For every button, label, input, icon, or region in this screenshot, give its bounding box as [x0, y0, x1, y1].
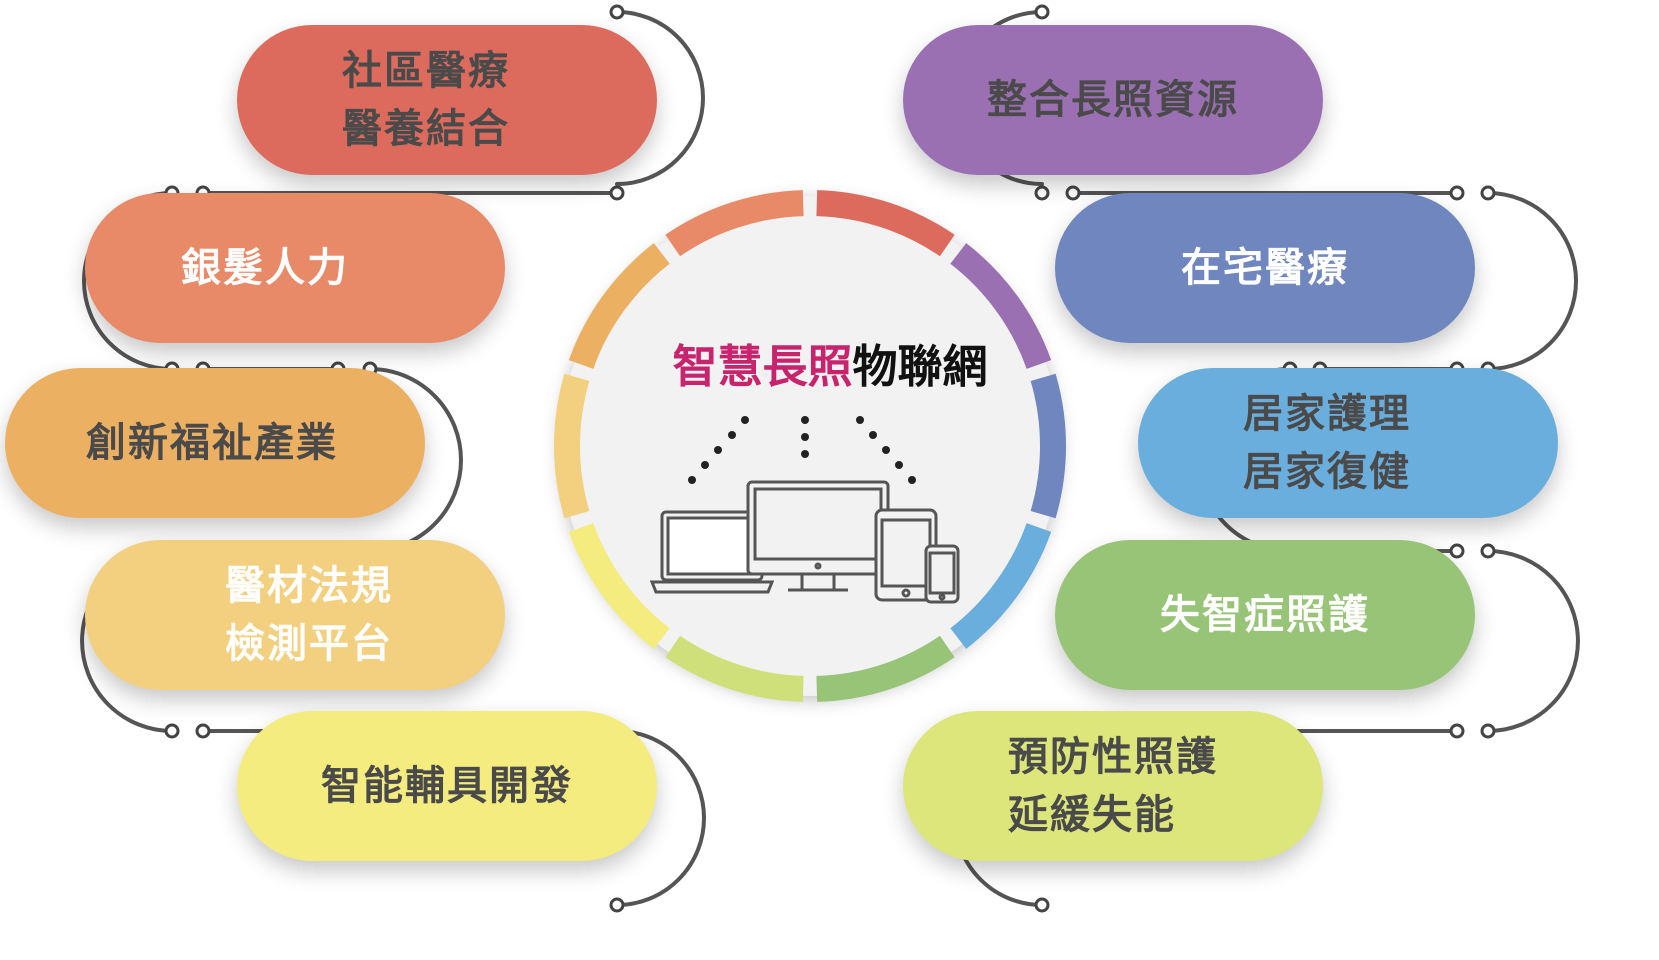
node-line: 失智症照護	[1160, 592, 1370, 638]
ring-segment	[950, 243, 1052, 370]
node-preventive-care: 預防性照護 延緩失能	[903, 711, 1323, 861]
ring-segment	[665, 635, 804, 702]
node-line: 居家護理	[1243, 391, 1411, 437]
node-home-nursing-rehab: 居家護理 居家復健	[1138, 368, 1558, 518]
node-line: 居家復健	[1243, 449, 1411, 495]
tablet-icon	[874, 508, 938, 602]
node-silver-workforce: 銀髮人力	[85, 193, 505, 343]
node-line: 社區醫療	[342, 48, 510, 94]
node-innovative-welfare-industry: 創新福祉產業	[5, 368, 425, 518]
ring-segment	[568, 522, 670, 649]
hub-title: 智慧長照物聯網	[640, 330, 1020, 395]
smartphone-icon	[924, 544, 960, 604]
ring-segment	[950, 522, 1052, 649]
signal-dots-icon	[688, 416, 916, 484]
devices-illustration	[650, 416, 960, 604]
node-line: 預防性照護	[1008, 734, 1218, 780]
node-dementia-care: 失智症照護	[1055, 540, 1475, 690]
ring-segment	[816, 635, 955, 702]
node-line: 智能輔具開發	[321, 763, 573, 809]
node-line: 醫養結合	[342, 106, 510, 152]
node-line: 延緩失能	[1008, 792, 1176, 838]
node-line: 檢測平台	[225, 621, 393, 667]
node-line: 銀髮人力	[181, 245, 349, 291]
node-medical-device-regulation: 醫材法規 檢測平台	[85, 540, 505, 690]
desktop-monitor-icon	[746, 480, 890, 592]
node-smart-assistive-devices: 智能輔具開發	[237, 711, 657, 861]
hub-title-rest: 物聯網	[852, 340, 988, 393]
ring-segment	[554, 373, 590, 519]
ring-segment	[568, 243, 670, 370]
ring-segment	[816, 190, 955, 257]
node-community-medical: 社區醫療 醫養結合	[237, 25, 657, 175]
hub-title-highlight: 智慧長照	[672, 340, 853, 393]
ring-segment	[665, 190, 804, 257]
ring-segment	[1030, 373, 1066, 519]
node-line: 創新福祉產業	[86, 420, 338, 466]
node-line: 整合長照資源	[987, 77, 1239, 123]
node-line: 在宅醫療	[1181, 245, 1349, 291]
node-integrate-ltc-resources: 整合長照資源	[903, 25, 1323, 175]
node-line: 醫材法規	[225, 563, 393, 609]
node-home-medical-care: 在宅醫療	[1055, 193, 1475, 343]
